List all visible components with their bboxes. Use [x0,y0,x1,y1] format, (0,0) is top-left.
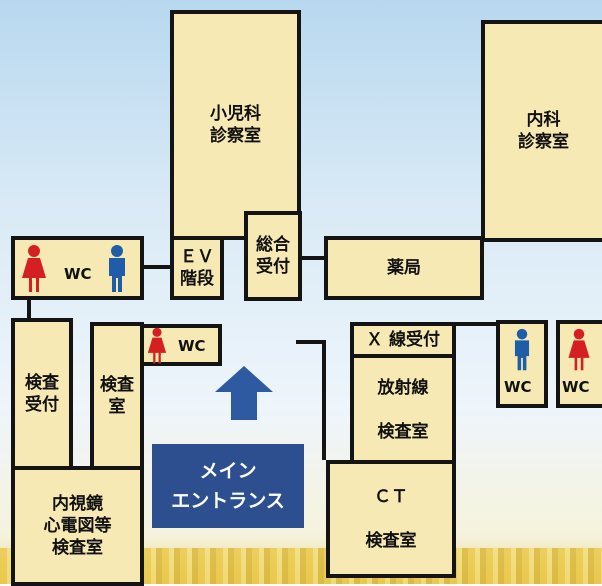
general-reception-label: 総合 受付 [256,234,290,277]
male-wc-icon [109,245,125,292]
female-wc-icon [568,328,590,371]
radiology-label: 放射線 検査室 [377,377,429,443]
wc-mid-label: WC [178,337,206,355]
main-entrance-sign: メイン エントランス [152,444,304,528]
connector-line [296,340,326,344]
connector-line [322,340,326,460]
connector-line [142,265,174,269]
general-reception: 総合 受付 [244,211,302,301]
elevator-stairs: ＥＶ 階段 [170,236,224,300]
entrance-arrow-icon [215,366,273,420]
wc-left-label: WC [64,265,92,283]
female-wc-icon [147,327,167,364]
xray-reception-label: Ｘ 線受付 [366,329,440,350]
pharmacy-room: 薬局 [324,236,484,300]
exam-reception-room: 検査 受付 [11,318,73,470]
pharmacy-label: 薬局 [387,257,421,278]
elevator-stairs-label: ＥＶ 階段 [180,246,214,289]
connector-line [300,256,328,260]
connector-line [27,298,31,320]
male-wc-icon [514,328,530,371]
internal-medicine-room: 内科 診察室 [481,20,602,242]
internal-medicine-label: 内科 診察室 [518,109,569,152]
xray-reception: Ｘ 線受付 [350,322,456,358]
radiology-room: 放射線 検査室 [350,354,456,466]
connector-line [456,322,496,326]
female-wc-icon [22,245,46,292]
ct-room: ＣＴ 検査室 [326,460,456,578]
exam-reception-label: 検査 受付 [25,372,59,415]
endoscopy-room: 内視鏡 心電図等 検査室 [11,466,144,586]
exam-room-label: 検査 室 [100,374,134,417]
ct-label: ＣＴ 検査室 [365,486,417,552]
endoscopy-label: 内視鏡 心電図等 検査室 [43,493,112,559]
exam-room: 検査 室 [90,322,144,470]
wc-right-male-label: WC [504,378,532,396]
wc-right-female-label: WC [562,378,590,396]
pediatrics-label: 小児科 診察室 [210,103,261,146]
pediatrics-room: 小児科 診察室 [170,10,301,240]
